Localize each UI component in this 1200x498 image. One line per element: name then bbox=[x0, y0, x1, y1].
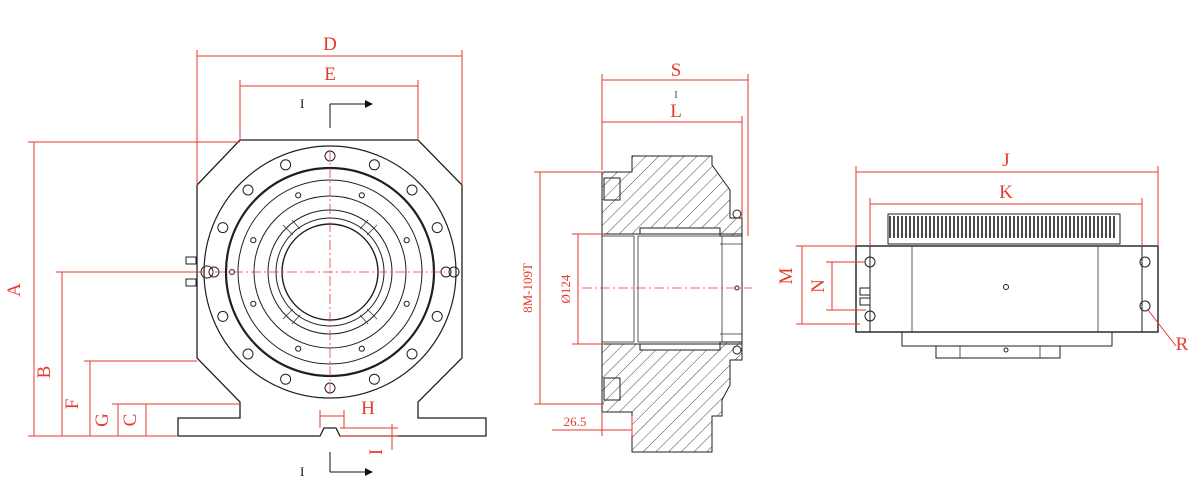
section-mark-top: I bbox=[300, 96, 304, 111]
dim-label-B: B bbox=[34, 366, 55, 379]
bolt-hole bbox=[242, 348, 254, 360]
dim-label-J: J bbox=[1002, 150, 1009, 171]
bolt-hole bbox=[280, 373, 292, 385]
dim-label-E: E bbox=[324, 64, 336, 85]
bolt-hole bbox=[280, 159, 292, 171]
bore-diameter-label: Ø124 bbox=[558, 274, 573, 303]
dim-label-N: N bbox=[808, 279, 829, 293]
dim-label-F: F bbox=[62, 399, 83, 410]
side-view: J K M N R bbox=[776, 150, 1189, 359]
offset-label: 26.5 bbox=[564, 414, 587, 429]
section-small-mark: I bbox=[674, 89, 678, 101]
dim-label-G: G bbox=[92, 413, 113, 427]
pitch-label: 8M-109T bbox=[520, 263, 535, 313]
inner-hole bbox=[250, 300, 257, 307]
bolt-hole bbox=[431, 310, 443, 322]
bolt-hole bbox=[217, 222, 229, 234]
bolt-hole bbox=[406, 348, 418, 360]
bolt-hole bbox=[406, 184, 418, 196]
inner-hole bbox=[403, 237, 410, 244]
dim-label-K: K bbox=[999, 182, 1013, 203]
dim-label-R: R bbox=[1176, 334, 1189, 355]
bolt-hole bbox=[431, 222, 443, 234]
dim-label-D: D bbox=[323, 34, 337, 55]
inner-hole bbox=[358, 345, 365, 352]
inner-hole bbox=[295, 192, 302, 199]
dim-label-I: I bbox=[366, 449, 387, 455]
dim-label-A: A bbox=[4, 283, 25, 297]
front-view: I I D E A B F G C H I bbox=[4, 34, 487, 479]
dim-label-M: M bbox=[776, 267, 797, 284]
gear-teeth bbox=[889, 216, 1115, 238]
dim-label-H: H bbox=[361, 398, 375, 419]
bolt-hole bbox=[242, 184, 254, 196]
dim-label-C: C bbox=[120, 414, 141, 427]
dim-label-L: L bbox=[670, 101, 682, 122]
inner-hole bbox=[358, 192, 365, 199]
inner-hole bbox=[295, 345, 302, 352]
dim-label-S: S bbox=[671, 60, 682, 81]
bolt-hole bbox=[217, 310, 229, 322]
section-view: S L I 8M-109T Ø124 26.5 bbox=[520, 60, 752, 453]
inner-hole bbox=[250, 237, 257, 244]
section-mark-bottom: I bbox=[300, 464, 304, 479]
bolt-hole bbox=[368, 373, 380, 385]
bolt-hole bbox=[368, 159, 380, 171]
inner-hole bbox=[403, 300, 410, 307]
